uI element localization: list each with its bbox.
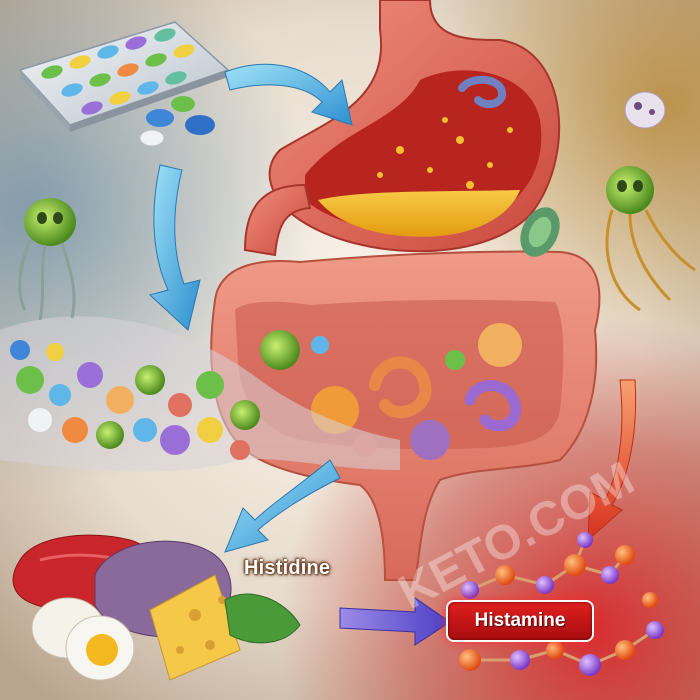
molecule-icon [459, 532, 664, 676]
stomach-bacteria-icon [458, 75, 507, 109]
histidine-label: Histidine [244, 557, 331, 579]
duodenum-bacteria-icon [520, 207, 560, 257]
intestine-icon [210, 207, 601, 581]
arrow-icon [149, 63, 637, 646]
pill-capsules [41, 28, 195, 115]
bacteria-icon [605, 166, 696, 312]
food-icon [12, 534, 301, 681]
histamine-label: Histamine [446, 600, 594, 642]
stomach-particles [377, 117, 513, 189]
right-bacteria-icons [605, 91, 696, 312]
spinach-icon [224, 593, 301, 644]
virus-icon [624, 91, 666, 129]
intestine-microbes [260, 323, 522, 460]
cheese-icon [149, 574, 241, 681]
egg-icon [31, 597, 135, 681]
bacteria-icon [18, 198, 76, 321]
blister-pack-icon [18, 21, 230, 147]
stomach-icon [243, 0, 561, 257]
microbe-stream [0, 198, 400, 472]
bacteria-cluster [10, 340, 260, 460]
loose-pills [139, 96, 215, 147]
